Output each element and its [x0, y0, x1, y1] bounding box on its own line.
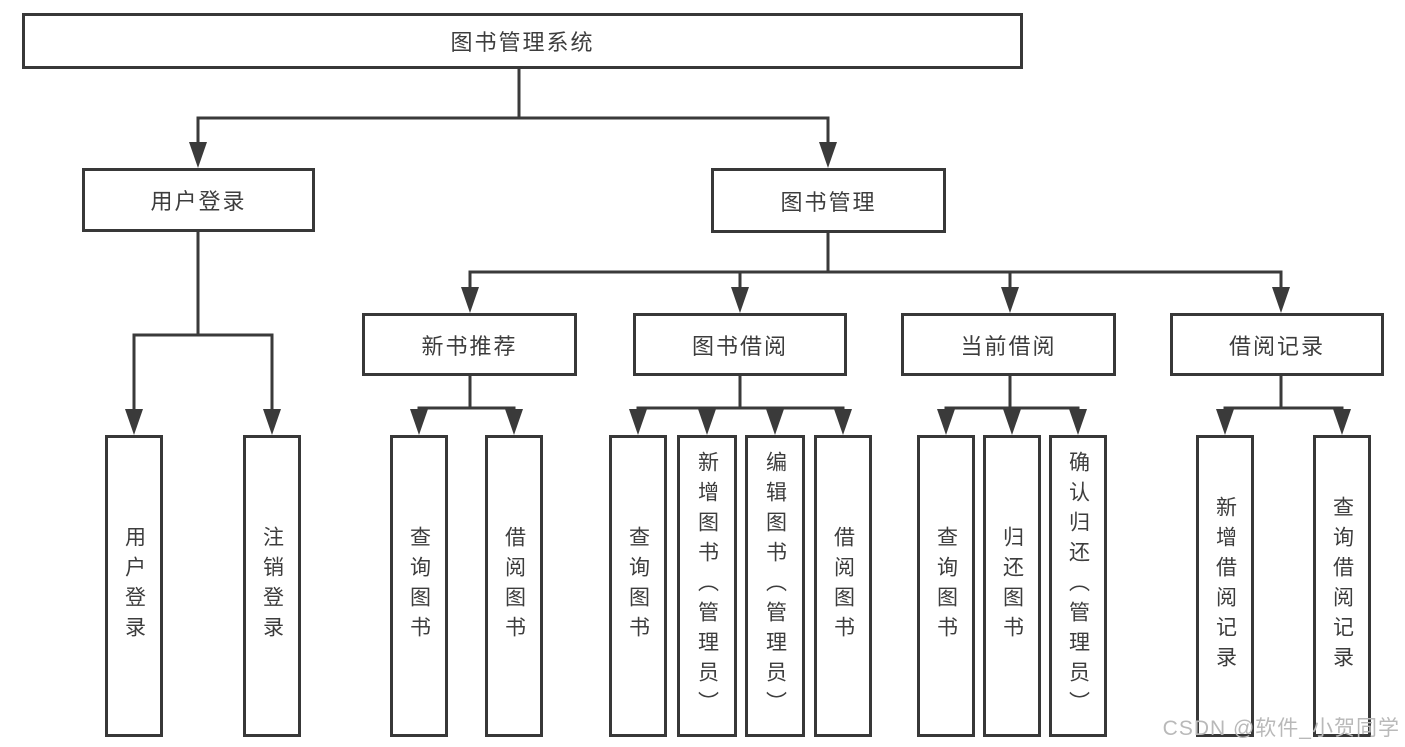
node-new-book-recommend: 新书推荐 [362, 313, 577, 376]
node-label: 借阅记录 [1228, 333, 1325, 359]
leaf-label: 注销登录 [260, 526, 284, 646]
leaf-confirm-return-admin: 确认归还（管理员） [1049, 435, 1107, 737]
leaf-label: 新增借阅记录 [1213, 496, 1237, 676]
leaf-label: 确认归还（管理员） [1066, 451, 1090, 721]
node-label: 图书借阅 [691, 333, 788, 359]
leaf-add-books-admin: 新增图书（管理员） [677, 435, 737, 737]
leaf-label: 查询借阅记录 [1330, 496, 1354, 676]
leaf-borrow-books-recommend: 借阅图书 [485, 435, 543, 737]
leaf-query-borrow-record: 查询借阅记录 [1313, 435, 1371, 737]
node-user-login: 用户登录 [82, 168, 315, 232]
leaf-label: 用户登录 [122, 526, 146, 646]
node-label: 图书管理 [780, 189, 877, 215]
node-book-borrowing: 图书借阅 [633, 313, 847, 376]
leaf-user-login: 用户登录 [105, 435, 163, 737]
node-book-management: 图书管理 [711, 168, 946, 233]
leaf-label: 查询图书 [626, 526, 650, 646]
leaf-query-books-recommend: 查询图书 [390, 435, 448, 737]
leaf-label: 借阅图书 [831, 526, 855, 646]
node-borrowing-records: 借阅记录 [1170, 313, 1384, 376]
leaf-label: 查询图书 [407, 526, 431, 646]
node-library-management-system: 图书管理系统 [22, 13, 1023, 69]
leaf-edit-books-admin: 编辑图书（管理员） [745, 435, 805, 737]
leaf-label: 新增图书（管理员） [695, 451, 719, 721]
leaf-add-borrow-record: 新增借阅记录 [1196, 435, 1254, 737]
leaf-label: 借阅图书 [502, 526, 526, 646]
node-label: 用户登录 [150, 189, 247, 214]
node-current-borrowing: 当前借阅 [901, 313, 1116, 376]
node-label: 当前借阅 [960, 333, 1057, 359]
leaf-logout: 注销登录 [243, 435, 301, 737]
leaf-label: 归还图书 [1000, 526, 1024, 646]
leaf-label: 查询图书 [934, 526, 958, 646]
csdn-watermark: CSDN @软件_小贺同学 [1162, 717, 1400, 740]
node-label: 新书推荐 [421, 333, 518, 359]
leaf-query-books-current: 查询图书 [917, 435, 975, 737]
leaf-label: 编辑图书（管理员） [763, 451, 787, 721]
leaf-return-books: 归还图书 [983, 435, 1041, 737]
node-label: 图书管理系统 [450, 30, 595, 55]
leaf-borrow-books: 借阅图书 [814, 435, 872, 737]
leaf-query-books-borrowing: 查询图书 [609, 435, 667, 737]
arrowheads [125, 142, 1351, 435]
